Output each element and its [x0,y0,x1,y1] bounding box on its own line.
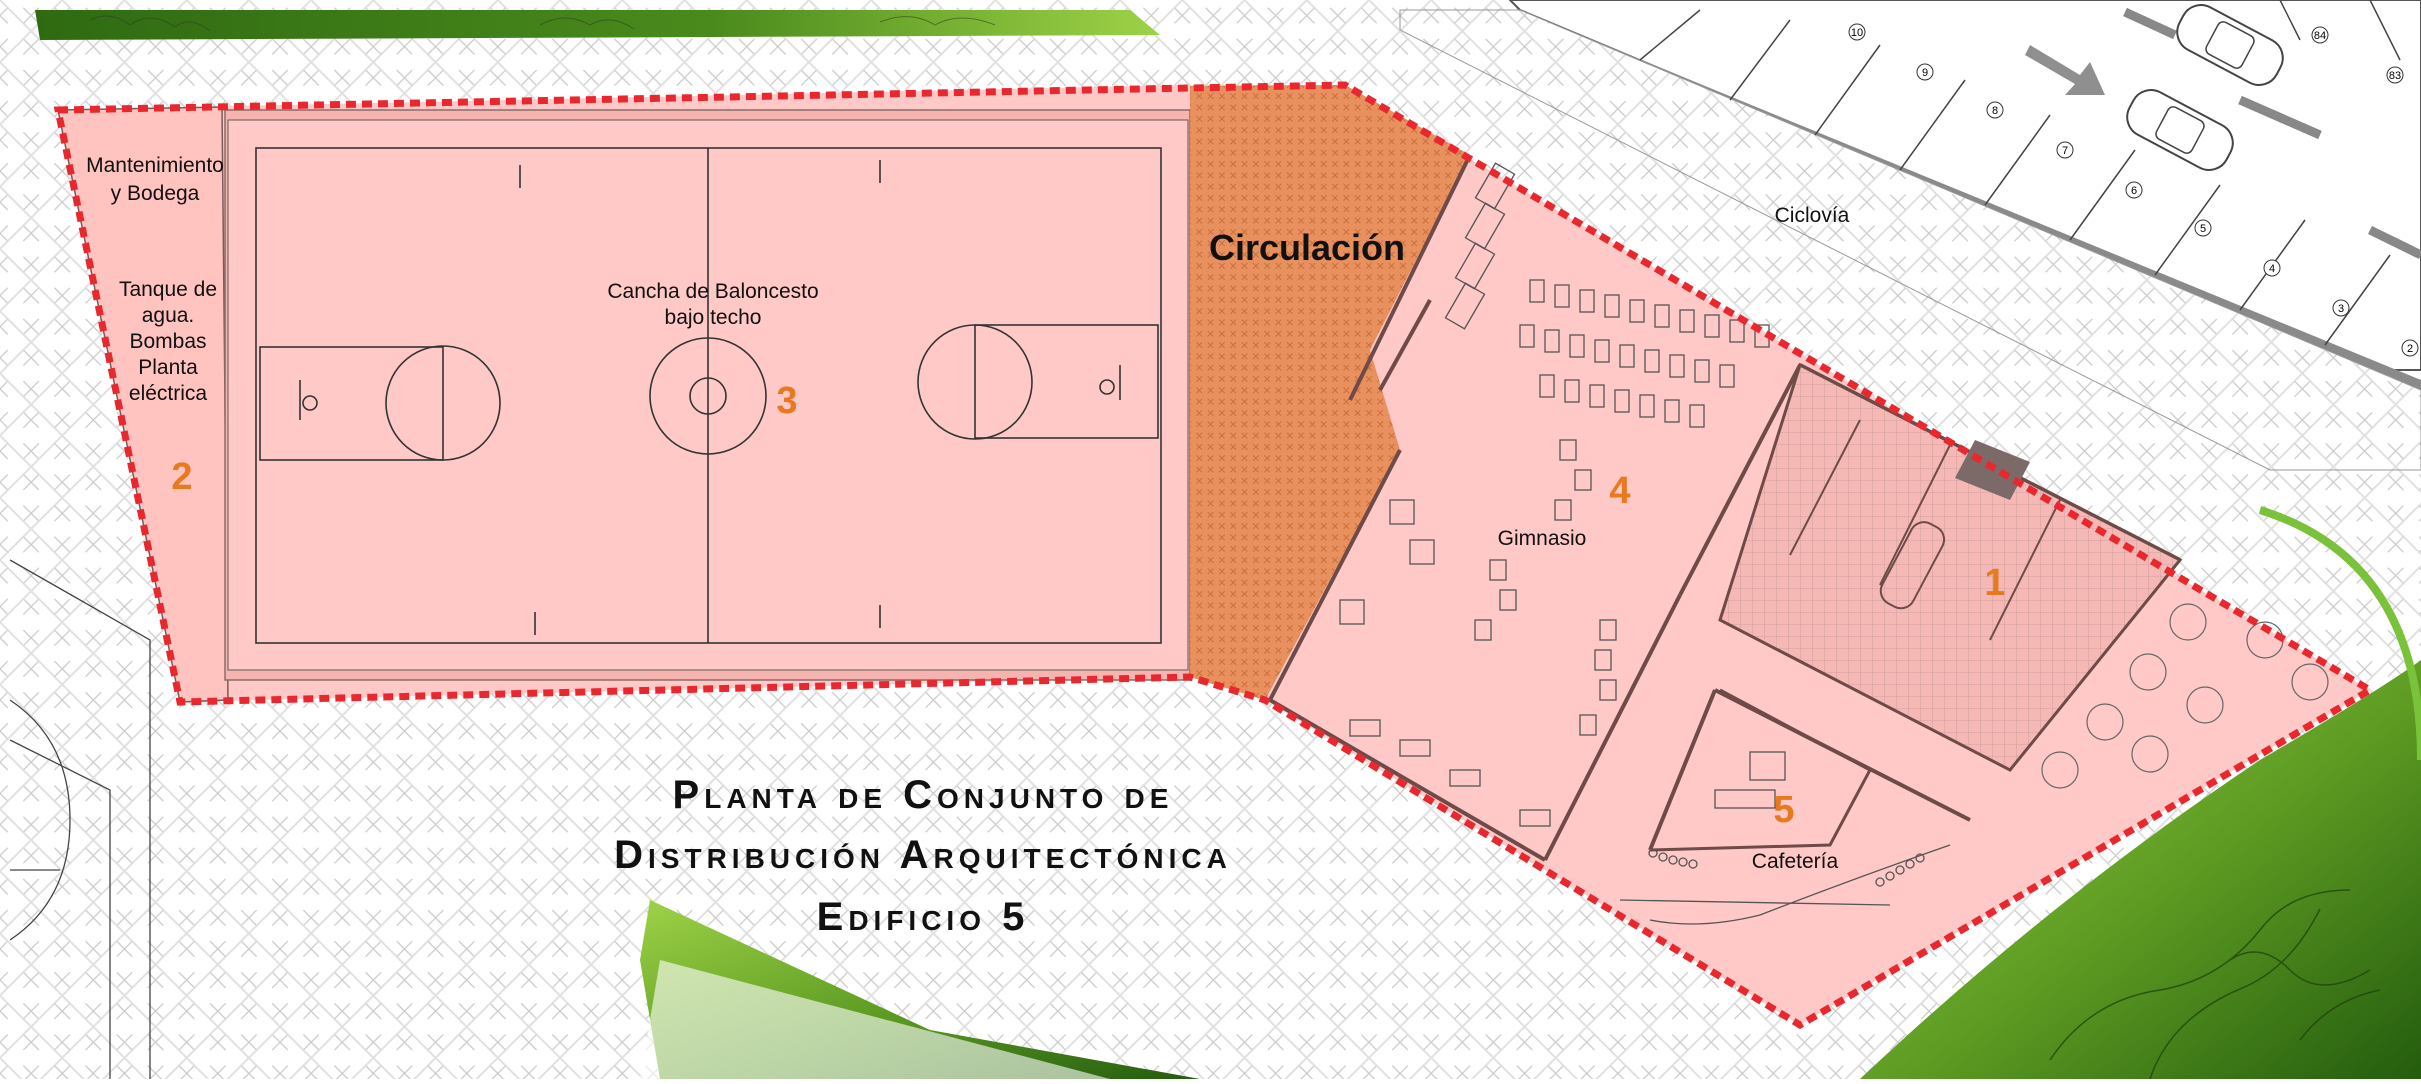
svg-text:2: 2 [2407,343,2413,355]
cafeteria-walls [1649,688,1873,852]
adjacent-court-outline [9,559,151,1079]
court-label-line2: bajo techo [665,306,762,329]
court-label-line1: Cancha de Baloncesto [607,280,818,303]
basketball-court-lines [255,147,1162,644]
plan-title-line1: Planta de Conjunto de [673,773,1174,817]
svg-text:8: 8 [1992,105,1998,117]
svg-text:6: 6 [2131,185,2137,197]
zone-number-3: 3 [776,380,797,422]
tank-label-line4: Planta [138,356,198,379]
svg-text:5: 5 [2200,223,2206,235]
tank-label-line2: agua. [142,304,195,327]
svg-text:9: 9 [1922,67,1928,79]
parking-number-labels: 10 9 8 7 6 5 4 3 2 84 83 [1848,23,2419,357]
svg-text:7: 7 [2062,145,2068,157]
svg-text:83: 83 [2389,70,2401,82]
tree-branches [2049,889,2381,1080]
grass-lower-right [1860,660,2421,1079]
zone-numbers: 1 2 3 4 5 [171,380,2005,831]
cafeteria-furniture [1619,751,1951,925]
cafeteria-label: Cafetería [1752,850,1839,873]
car-icon [2176,4,2284,86]
car-icon [2126,89,2234,171]
restroom-partitions [1789,419,2061,641]
gym-label: Gimnasio [1498,527,1587,550]
road [1508,0,2421,371]
plan-title-line2: Distribución Arquitectónica [614,833,1232,877]
zone-number-2: 2 [171,456,192,498]
maintenance-label-line2: y Bodega [111,182,200,205]
tank-label-line1: Tanque de [119,278,217,301]
svg-text:84: 84 [2314,30,2326,42]
grass-edge-right [2258,506,2421,761]
tree-outline-top [89,15,996,32]
traffic-arrow-icon [2025,45,2105,95]
zone-number-4: 4 [1609,470,1630,512]
grass-top [35,10,1160,40]
plan-title: Planta de Conjunto de Distribución Arqui… [614,773,1232,939]
bike-path-area [1399,9,2421,471]
zone-number-5: 5 [1773,789,1794,831]
circulation-label: Circulación [1209,227,1405,268]
road-lane-marks [2123,7,2421,260]
circulation-area [1190,85,1470,700]
zone-number-1: 1 [1984,562,2005,604]
gym-equipment [1339,162,1770,827]
bike-path-label: Ciclovía [1775,204,1850,227]
walkway-lower [640,960,1110,1079]
svg-text:10: 10 [1851,27,1863,39]
svg-text:3: 3 [2338,303,2344,315]
plan-title-line3: Edificio 5 [817,895,1030,939]
tank-label-line5: eléctrica [129,382,208,405]
svg-text:4: 4 [2269,263,2275,275]
tank-label-line3: Bombas [129,330,206,353]
maintenance-label-line1: Mantenimiento [86,154,224,177]
